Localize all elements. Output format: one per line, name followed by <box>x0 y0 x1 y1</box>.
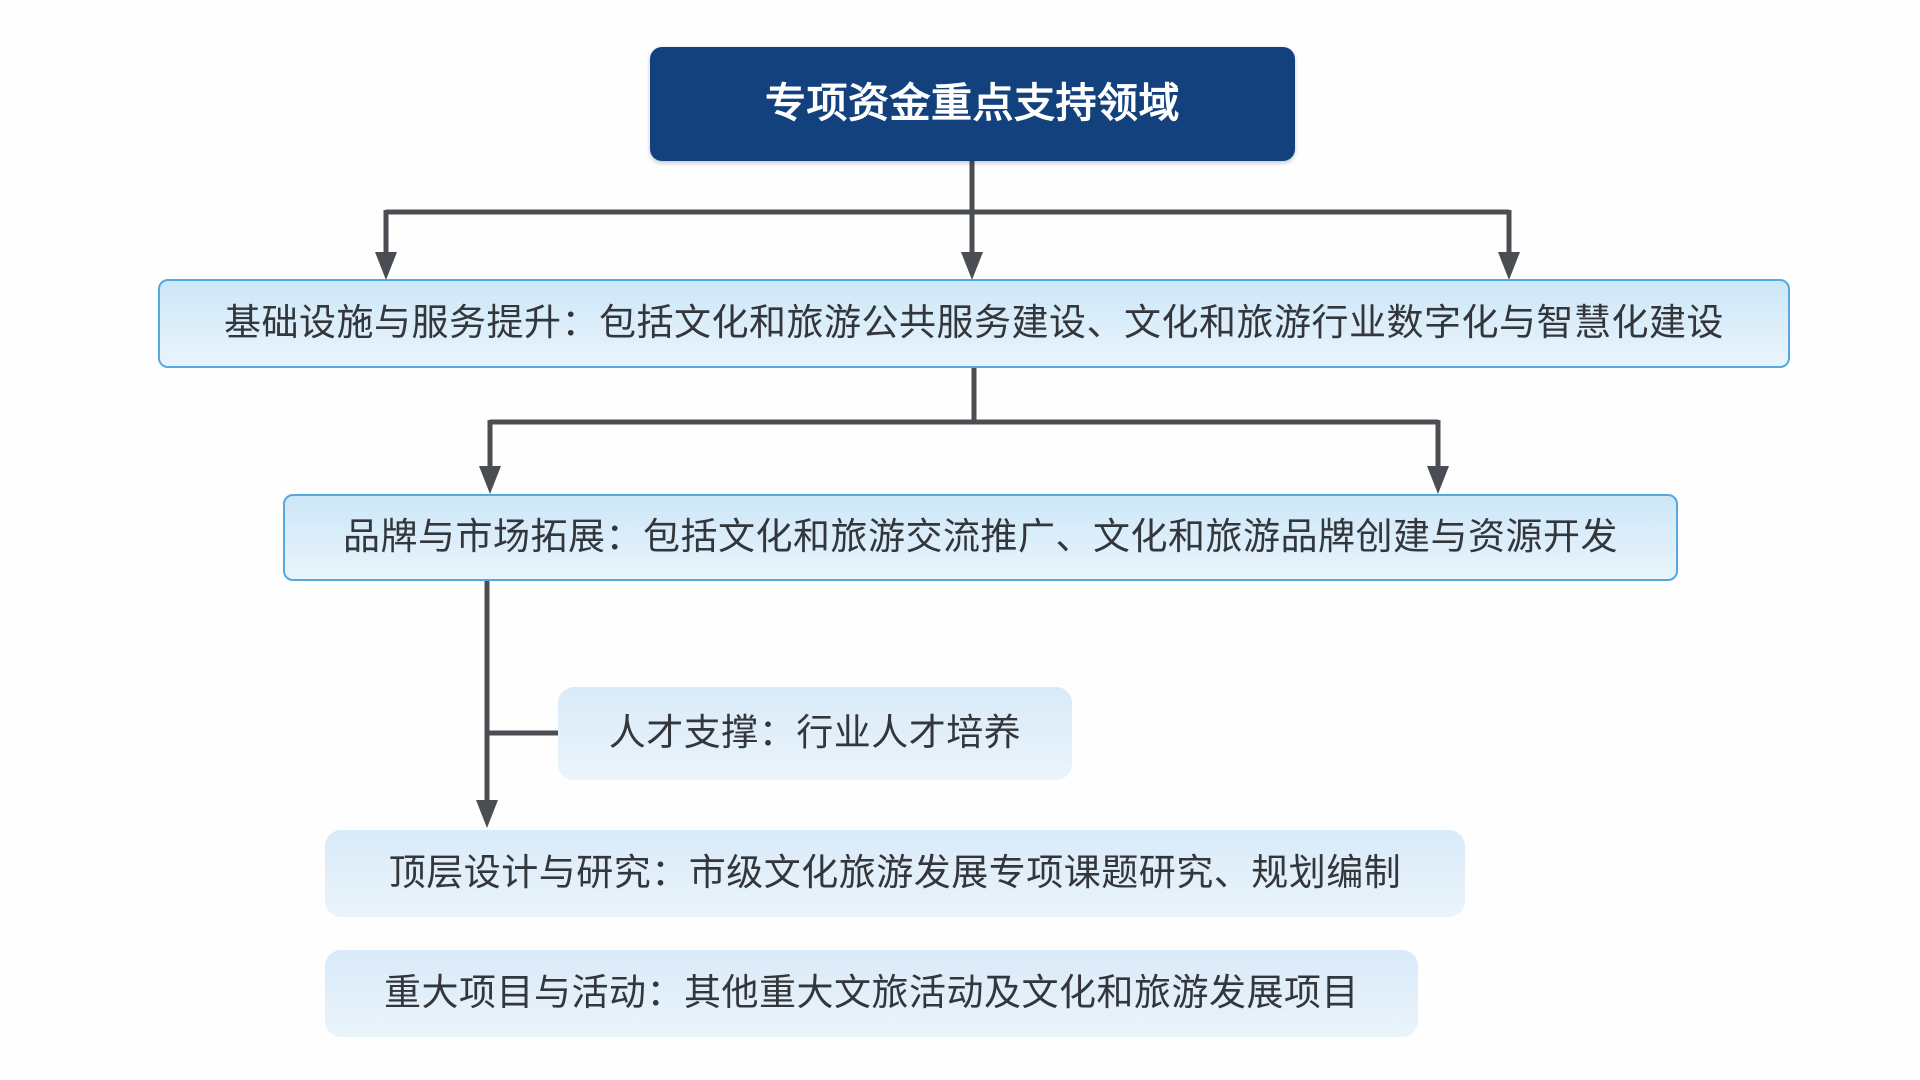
arrowhead-down-icon <box>375 252 397 280</box>
node-major-projects: 重大项目与活动：其他重大文旅活动及文化和旅游发展项目 <box>325 950 1418 1037</box>
node-root-title: 专项资金重点支持领域 <box>650 47 1295 161</box>
arrowhead-down-icon <box>476 800 498 828</box>
arrowhead-down-icon <box>479 466 501 494</box>
node-brand-market: 品牌与市场拓展：包括文化和旅游交流推广、文化和旅游品牌创建与资源开发 <box>283 494 1678 581</box>
arrowhead-down-icon <box>961 252 983 280</box>
node-infrastructure: 基础设施与服务提升：包括文化和旅游公共服务建设、文化和旅游行业数字化与智慧化建设 <box>158 279 1790 368</box>
node-top-design: 顶层设计与研究：市级文化旅游发展专项课题研究、规划编制 <box>325 830 1465 917</box>
arrowhead-down-icon <box>1498 252 1520 280</box>
node-talent: 人才支撑：行业人才培养 <box>558 687 1072 780</box>
arrowhead-down-icon <box>1427 466 1449 494</box>
